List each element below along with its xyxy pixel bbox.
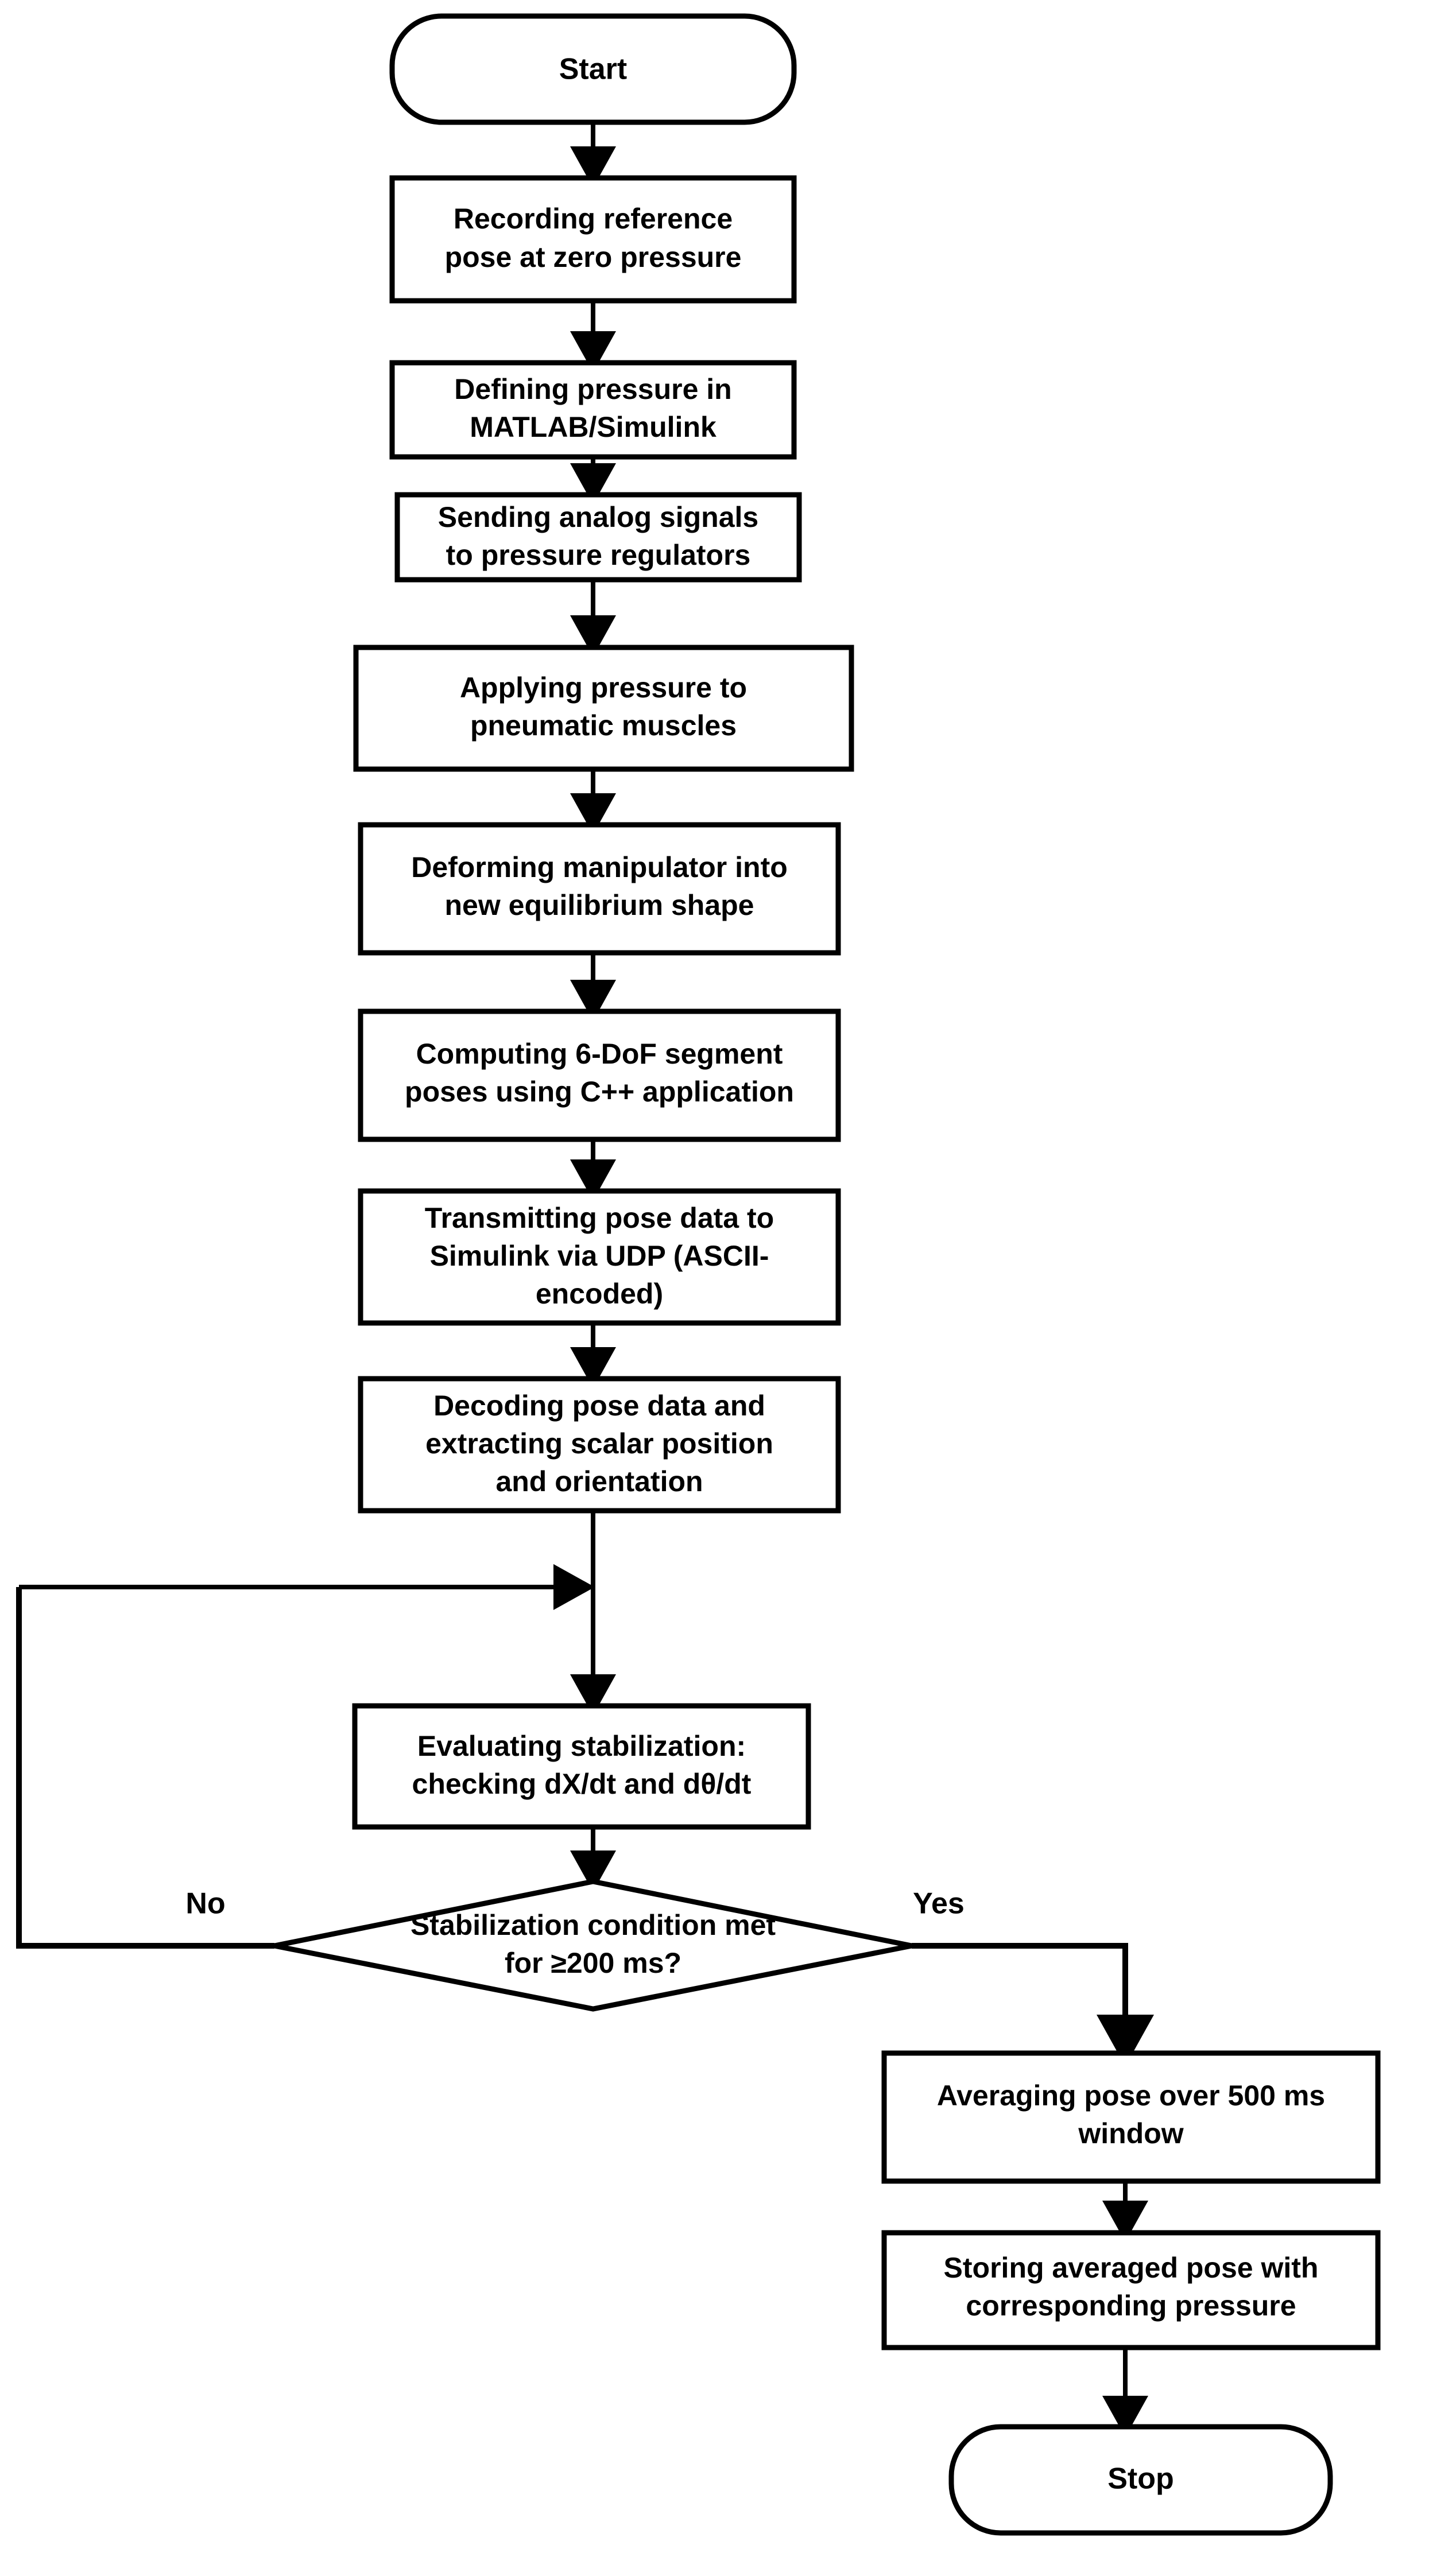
deform-manipulator-label-line-2: new equilibrium shape [445, 889, 754, 921]
node-deform-manipulator[interactable]: Deforming manipulator into new equilibri… [358, 822, 841, 956]
stabilization-decision-label-line-2: for ≥200 ms? [505, 1947, 681, 1979]
node-stop[interactable]: Stop [948, 2424, 1333, 2536]
node-define-pressure[interactable]: Defining pressure in MATLAB/Simulink [389, 360, 797, 460]
node-record-reference[interactable]: Recording reference pose at zero pressur… [389, 175, 797, 304]
decode-pose-label-line-2: extracting scalar position [425, 1427, 773, 1460]
transmit-pose-label-line-1: Transmitting pose data to [425, 1202, 774, 1234]
decode-pose-shape [358, 1376, 841, 1514]
start-label: Start [559, 53, 627, 86]
store-pose-label-line-2: corresponding pressure [966, 2290, 1296, 2322]
start-terminal-shape [389, 13, 797, 125]
stop-label: Stop [1107, 2462, 1174, 2496]
define-pressure-label-line-2: MATLAB/Simulink [470, 411, 716, 443]
stabilization-decision-label-line-1: Stabilization condition met [410, 1909, 776, 1941]
edge-label-yes: Yes [913, 1887, 965, 1921]
decode-pose-label-line-3: and orientation [495, 1465, 703, 1498]
transmit-pose-label-line-3: encoded) [536, 1278, 663, 1310]
node-average-pose[interactable]: Averaging pose over 500 ms window [881, 2050, 1381, 2184]
node-decode-pose[interactable]: Decoding pose data and extracting scalar… [358, 1376, 841, 1514]
compute-poses-label-line-2: poses using C++ application [405, 1076, 794, 1108]
stop-terminal-shape [948, 2424, 1333, 2536]
send-signals-label-line-1: Sending analog signals [438, 501, 758, 533]
average-pose-label-line-1: Averaging pose over 500 ms [937, 2080, 1325, 2112]
connector-layer [16, 122, 1154, 2437]
deform-manipulator-shape [358, 822, 841, 956]
send-signals-shape [394, 492, 802, 583]
compute-poses-shape [358, 1008, 841, 1142]
node-send-signals[interactable]: Sending analog signals to pressure regul… [394, 492, 802, 583]
transmit-pose-shape [358, 1188, 841, 1326]
evaluate-stabilization-label-line-2: checking dX/dt and dθ/dt [412, 1768, 752, 1800]
node-store-pose[interactable]: Storing averaged pose with corresponding… [881, 2230, 1381, 2350]
evaluate-stabilization-shape [352, 1703, 811, 1830]
node-compute-poses[interactable]: Computing 6-DoF segment poses using C++ … [358, 1008, 841, 1142]
record-reference-label-line-1: Recording reference [454, 203, 733, 235]
node-transmit-pose[interactable]: Transmitting pose data to Simulink via U… [358, 1188, 841, 1326]
store-pose-label-line-1: Storing averaged pose with [944, 2252, 1319, 2284]
stabilization-decision-shape [274, 1879, 912, 2012]
edge-yes-branch-path [912, 1943, 1154, 2066]
define-pressure-label-line-1: Defining pressure in [454, 373, 731, 405]
record-reference-shape [389, 175, 797, 304]
node-start[interactable]: Start [389, 13, 797, 125]
edge-label-no: No [185, 1887, 225, 1921]
average-pose-shape [881, 2050, 1381, 2184]
define-pressure-shape [389, 360, 797, 460]
apply-pressure-label-line-2: pneumatic muscles [470, 709, 737, 742]
compute-poses-label-line-1: Computing 6-DoF segment [416, 1038, 783, 1070]
edge-no-branch-path [16, 1587, 274, 1949]
apply-pressure-label-line-1: Applying pressure to [460, 672, 747, 704]
evaluate-stabilization-label-line-1: Evaluating stabilization: [417, 1730, 746, 1762]
store-pose-shape [881, 2230, 1381, 2350]
node-apply-pressure[interactable]: Applying pressure to pneumatic muscles [353, 645, 854, 772]
deform-manipulator-label-line-1: Deforming manipulator into [411, 851, 788, 883]
record-reference-label-line-2: pose at zero pressure [445, 241, 742, 273]
decode-pose-label-line-1: Decoding pose data and [433, 1390, 765, 1422]
apply-pressure-shape [353, 645, 854, 772]
send-signals-label-line-2: to pressure regulators [446, 539, 751, 571]
average-pose-label-line-2: window [1078, 2117, 1183, 2150]
node-stabilization-decision[interactable]: Stabilization condition met for ≥200 ms? [274, 1879, 912, 2012]
node-evaluate-stabilization[interactable]: Evaluating stabilization: checking dX/dt… [352, 1703, 811, 1830]
transmit-pose-label-line-2: Simulink via UDP (ASCII- [430, 1240, 769, 1272]
